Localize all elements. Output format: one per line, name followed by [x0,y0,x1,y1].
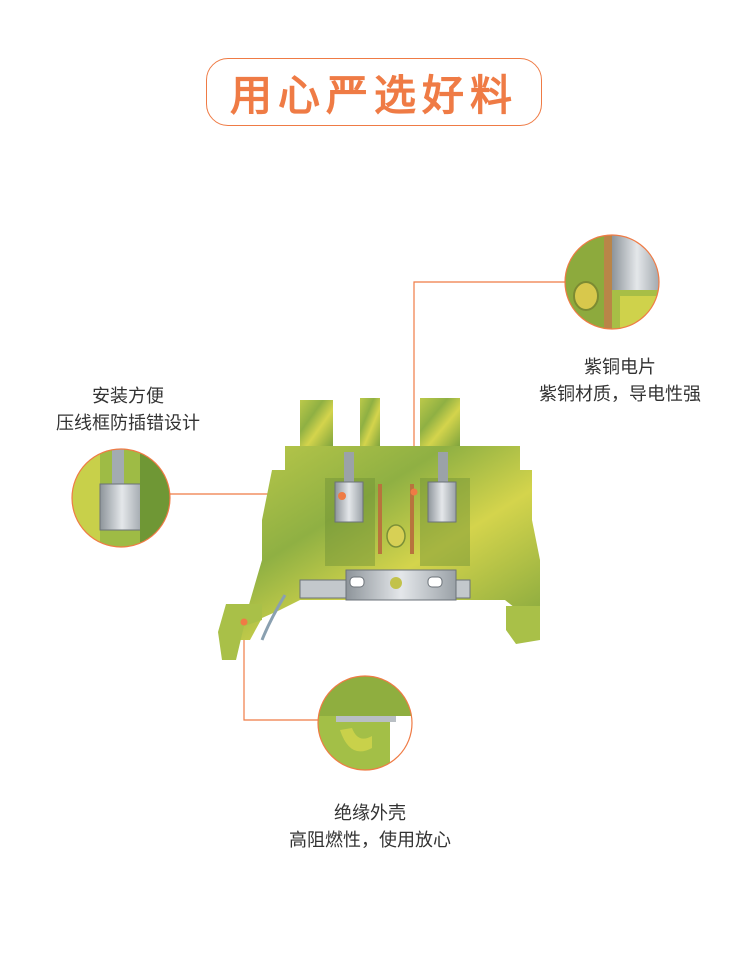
callout-housing-title: 绝缘外壳 [334,803,406,824]
title-badge: 用心严选好料 [206,58,542,126]
leader-line-housing [243,622,318,721]
callout-copper: 紫铜电片 紫铜材质，导电性强 [515,354,725,408]
callout-housing-desc: 高阻燃性，使用放心 [289,830,451,851]
callout-copper-title: 紫铜电片 [584,357,656,378]
leader-line-copper [413,281,565,492]
callout-frame-title: 安装方便 [92,386,164,407]
callout-frame-desc: 压线框防插错设计 [56,413,200,434]
callout-frame: 安装方便 压线框防插错设计 [38,383,218,437]
detail-housing-circle [317,675,413,771]
callout-housing: 绝缘外壳 高阻燃性，使用放心 [265,800,475,854]
detail-copper-circle [564,234,660,330]
callout-copper-desc: 紫铜材质，导电性强 [539,384,701,405]
detail-frame-circle [71,448,171,548]
page-title: 用心严选好料 [229,70,518,120]
terminal-block [218,398,540,660]
